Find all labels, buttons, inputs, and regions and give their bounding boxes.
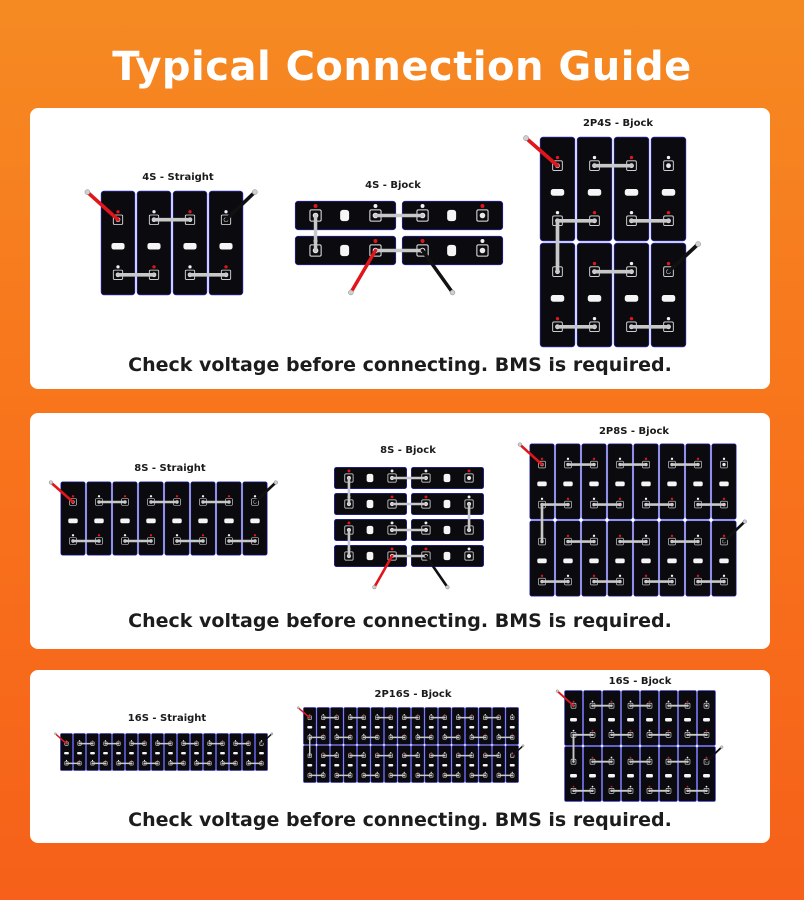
section-3-panel: 16S - Straight 2P16S - Bjock 16S - Bjock…: [30, 670, 770, 843]
diagram-2p8s-bjock: [517, 442, 747, 597]
section-2-diagrams: 8S - Straight 8S - Bjock 2P8S - Bjock: [48, 426, 747, 597]
diagram-4s-straight: [84, 189, 258, 296]
section-3-caption: Check voltage before connecting. BMS is …: [128, 809, 672, 831]
section-2-panel: 8S - Straight 8S - Bjock 2P8S - Bjock Ch…: [30, 413, 770, 649]
page-title: Typical Connection Guide: [112, 44, 692, 90]
diagram-label-4s-straight: 4S - Straight: [142, 172, 214, 183]
diagram-16s-straight: [54, 732, 274, 771]
diagram-16s-bjock: [555, 689, 724, 802]
section-3-diagrams: 16S - Straight 2P16S - Bjock 16S - Bjock: [54, 676, 724, 802]
diagram-8s-bjock: [334, 467, 484, 590]
diagram-label-2p8s-bjock: 2P8S - Bjock: [599, 426, 669, 437]
diagram-2p16s-bjock: [296, 706, 525, 783]
diagram-label-8s-straight: 8S - Straight: [134, 463, 206, 474]
section-1-diagrams: 4S - Straight 4S - Bjock 2P4S - Bjock: [84, 118, 701, 348]
diagram-label-2p4s-bjock: 2P4S - Bjock: [583, 118, 653, 129]
diagram-label-16s-straight: 16S - Straight: [128, 713, 207, 724]
diagram-2p4s-bjock: [523, 135, 701, 348]
section-1-caption: Check voltage before connecting. BMS is …: [128, 354, 672, 376]
section-2-caption: Check voltage before connecting. BMS is …: [128, 610, 672, 632]
diagram-label-16s-bjock: 16S - Bjock: [609, 676, 672, 687]
diagram-label-4s-bjock: 4S - Bjock: [365, 180, 421, 191]
diagram-label-8s-bjock: 8S - Bjock: [380, 445, 436, 456]
diagram-4s-bjock: [294, 200, 504, 296]
diagram-8s-straight: [48, 480, 278, 556]
section-1-panel: 4S - Straight 4S - Bjock 2P4S - Bjock Ch…: [30, 108, 770, 389]
diagram-label-2p16s-bjock: 2P16S - Bjock: [374, 689, 451, 700]
